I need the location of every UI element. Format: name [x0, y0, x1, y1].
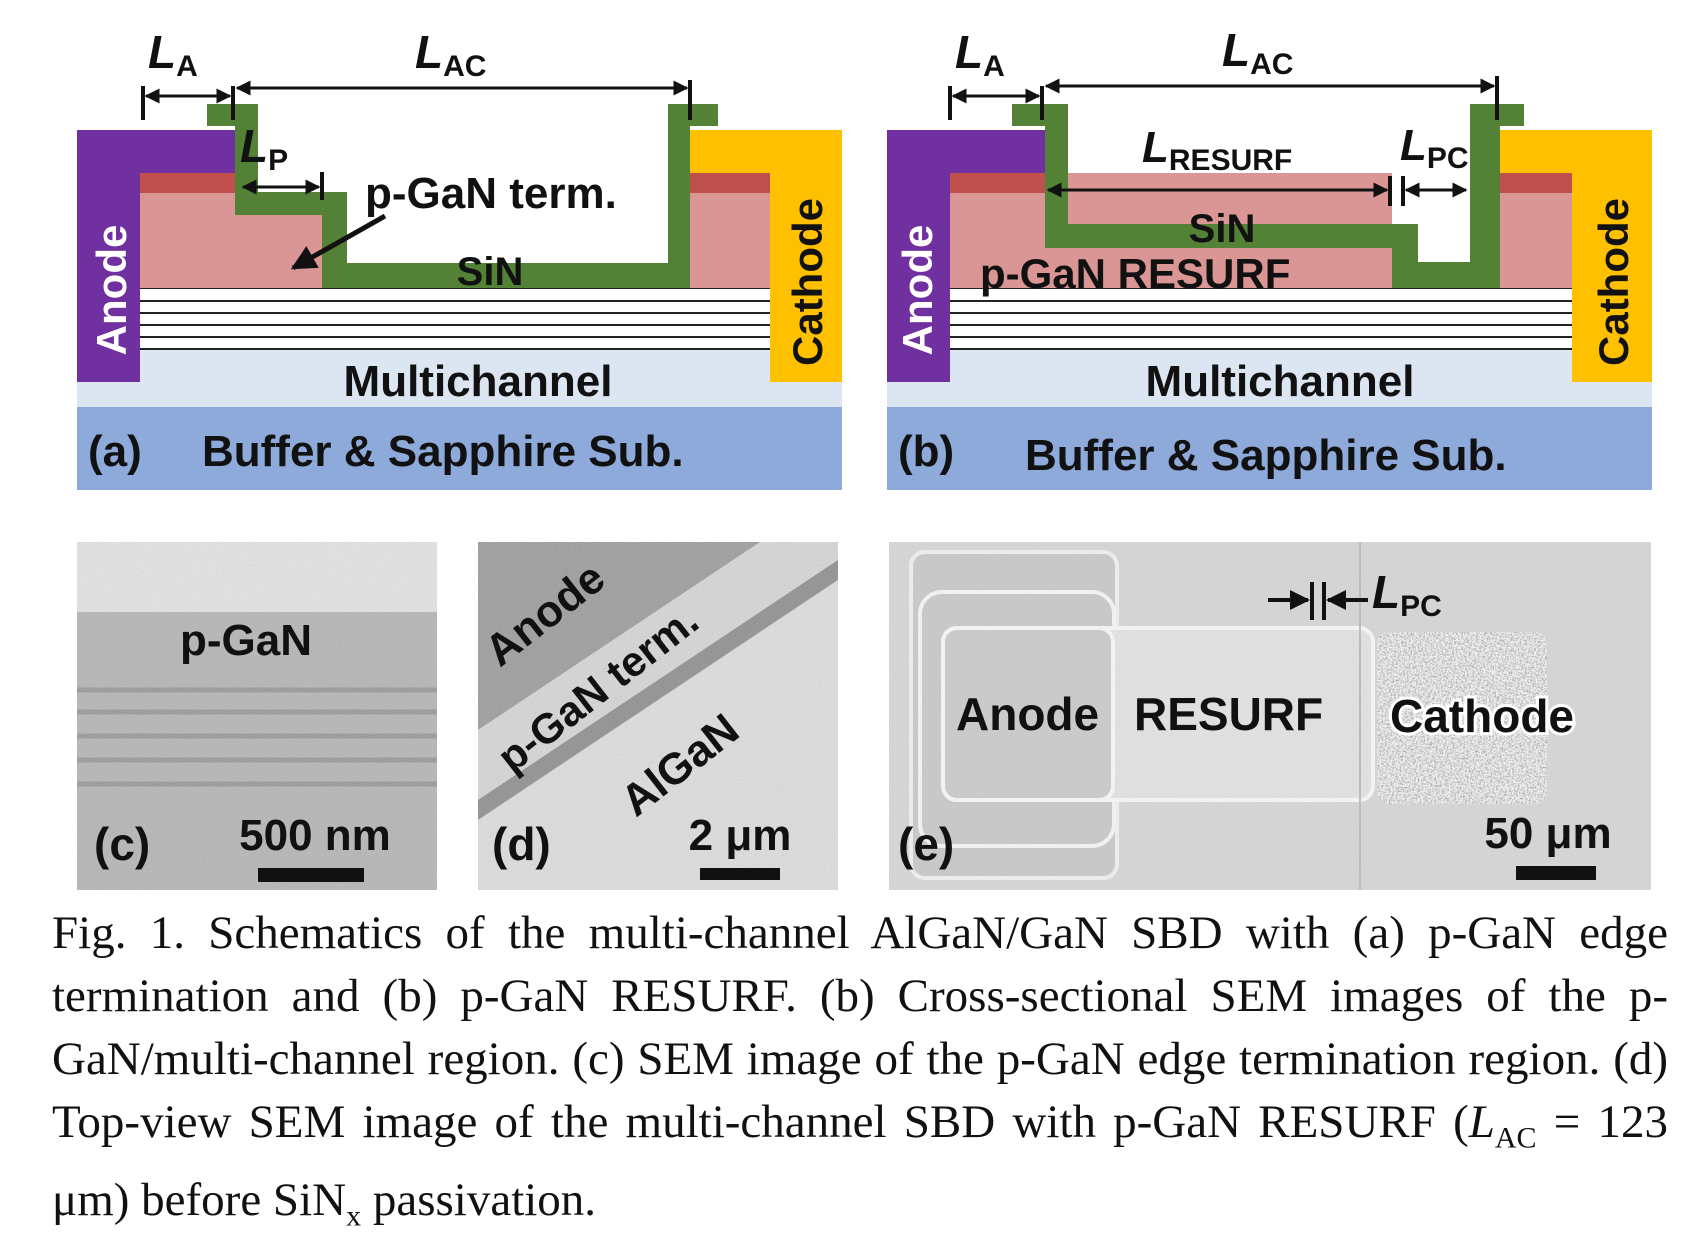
dim-la-label: LA: [148, 26, 198, 83]
cathode-label: Cathode: [784, 198, 831, 366]
dimension-lp: LP: [240, 120, 324, 200]
dimension-la: LA: [948, 26, 1044, 120]
cathode-label: Cathode: [1390, 690, 1574, 742]
anode-label: Anode: [956, 688, 1099, 740]
sin-passivation: [1012, 104, 1524, 288]
substrate-layer: [887, 407, 1652, 490]
dim-lpc-label: LPC: [1400, 121, 1469, 175]
anode-label: Anode: [88, 225, 135, 356]
cathode-electrode: [1500, 130, 1652, 382]
figure-canvas: Anode Cathode SiN p-GaN term. Multichann…: [77, 24, 1652, 890]
panel-tag-e: (e): [898, 818, 954, 870]
pgan-cathode-dark: [690, 173, 770, 193]
dimension-la: LA: [141, 26, 235, 120]
dim-lresurf-label: LRESURF: [1142, 123, 1292, 177]
dimension-lac: LAC: [1044, 24, 1499, 120]
caption-text: Schematics of the multi-channel AlGaN/Ga…: [52, 907, 1668, 1148]
pgan-term-label: p-GaN term.: [365, 169, 617, 218]
pgan-cathode-dark: [1500, 173, 1572, 193]
anode-electrode: [77, 130, 235, 382]
substrate-label: Buffer & Sapphire Sub.: [1025, 431, 1507, 480]
caption-text-3: passivation.: [361, 1174, 597, 1227]
dim-lac-label: LAC: [415, 26, 486, 83]
dim-lpc-label: LPC: [1372, 566, 1442, 623]
caption-sinx-sub: x: [346, 1199, 362, 1233]
panel-tag-b: (b): [898, 427, 954, 476]
multichannel-label: Multichannel: [1146, 357, 1415, 406]
anode-label: Anode: [894, 225, 941, 356]
dimension-lac: LAC: [235, 26, 692, 120]
scale-label: 500 nm: [239, 811, 391, 860]
figure-caption: Fig. 1. Schematics of the multi-channel …: [52, 902, 1668, 1248]
scale-label: 50 μm: [1484, 809, 1611, 858]
substrate-label: Buffer & Sapphire Sub.: [202, 427, 684, 476]
dimension-lpc: LPC: [1268, 566, 1442, 623]
panel-b-schematic: Anode Cathode SiN p-GaN RESURF Multichan…: [887, 24, 1652, 490]
caption-lac-sub: AC: [1494, 1121, 1537, 1155]
resurf-label: RESURF: [1134, 688, 1323, 740]
scale-bar: [700, 868, 780, 880]
scale-bar: [258, 868, 364, 882]
sin-label: SiN: [1189, 207, 1256, 251]
dimension-lresurf: LRESURF: [1046, 123, 1392, 206]
pgan-resurf-label: p-GaN RESURF: [980, 250, 1290, 297]
multichannel-stripes: [140, 287, 770, 350]
multichannel-layer: [77, 348, 842, 407]
dimension-lpc: LPC: [1400, 121, 1469, 206]
pgan-termination-layer: [140, 173, 330, 288]
pgan-top-dark: [950, 173, 1045, 193]
multichannel-label: Multichannel: [344, 357, 613, 406]
scale-bar: [1516, 866, 1596, 880]
multichannel-layer: [887, 348, 1652, 407]
dim-lac-label: LAC: [1222, 24, 1293, 81]
panel-tag-a: (a): [88, 427, 142, 476]
dim-lp-label: LP: [240, 120, 288, 177]
panel-tag-c: (c): [94, 818, 150, 870]
panel-a-schematic: Anode Cathode SiN p-GaN term. Multichann…: [77, 26, 842, 490]
cathode-electrode: [690, 130, 842, 382]
cathode-label: Cathode: [1590, 198, 1637, 366]
caption-lac-symbol: L: [1468, 1096, 1495, 1148]
sin-label: SiN: [457, 250, 524, 294]
pgan-label: p-GaN: [180, 616, 312, 665]
substrate-layer: [77, 407, 842, 490]
dim-la-label: LA: [955, 26, 1005, 83]
pgan-pointer-arrow: [290, 213, 387, 271]
scale-label: 2 μm: [689, 811, 792, 860]
panel-d-sem: Anode p-GaN term. AlGaN (d) 2 μm: [476, 542, 838, 890]
anode-electrode: [887, 130, 1045, 382]
pgan-top-dark: [140, 173, 240, 193]
panel-tag-d: (d): [492, 818, 551, 870]
multichannel-stripes: [950, 287, 1572, 350]
panel-e-sem: Anode RESURF Cathode LPC (e) 50 μm: [889, 542, 1651, 890]
panel-c-sem: p-GaN (c) 500 nm: [77, 542, 437, 890]
caption-fig-label: Fig. 1.: [52, 907, 185, 959]
